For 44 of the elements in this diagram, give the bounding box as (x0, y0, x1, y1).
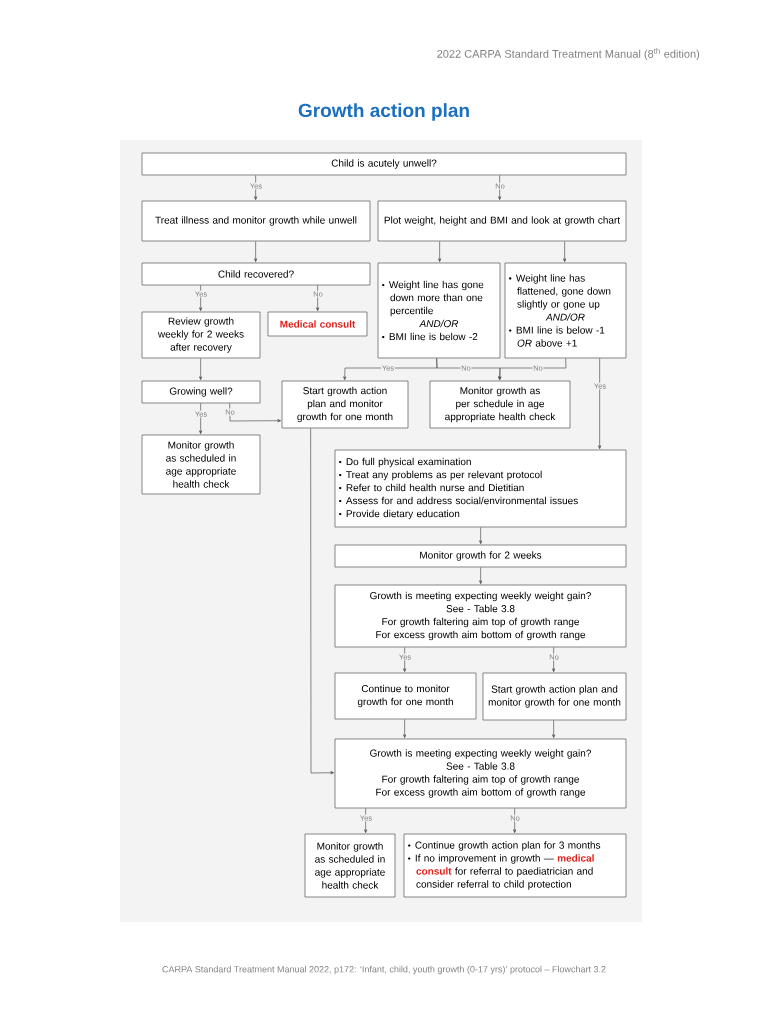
arrow (552, 720, 556, 739)
arrow (316, 285, 320, 312)
arrow (498, 358, 567, 381)
arrow (254, 175, 258, 201)
process-box: Review growth weekly for 2 weeks after recovery (141, 311, 261, 359)
process-box: Continue to monitor growth for one month (334, 672, 477, 720)
process-box: Monitor growth for 2 weeks (334, 544, 627, 568)
arrow (229, 403, 282, 423)
arrow (498, 175, 502, 201)
arrow (310, 428, 335, 775)
process-box: Monitor growth as scheduled in age appropriate health check (141, 434, 261, 495)
arrow (364, 808, 368, 834)
process-box: Continue growth action plan for 3 months If no improvement in growth — medical consult for referral to paediatrician and consider referral to child protection (403, 833, 627, 898)
question-box: Child is acutely unwell? (141, 152, 627, 176)
process-box: Start growth action plan and monitor growth for one month (482, 672, 627, 721)
arrow (513, 808, 517, 834)
arrow (552, 647, 556, 673)
process-box: Monitor growth as per schedule in age appropriate health check (429, 380, 571, 429)
header-text: 2022 CARPA Standard Treatment Manual (8$^{th}$ edition) (437, 48, 700, 60)
criteria-box: Weight line has gone down more than one percentile AND/OR BMI line is below -2 (377, 262, 501, 359)
arrow (563, 241, 567, 263)
question-box: Growth is meeting expecting weekly weight gain? See - Table 3.8 For growth faltering aim top of growth range For excess growth aim bottom of growth range (334, 584, 627, 648)
arrow (479, 527, 483, 545)
process-box: Plot weight, height and BMI and look at growth chart (377, 200, 627, 242)
process-box: Start growth action plan and monitor growth for one month (281, 380, 409, 429)
question-box: Growth is meeting expecting weekly weight gain? See - Table 3.8 For growth faltering aim top of growth range For excess growth aim bottom of growth range (334, 738, 627, 809)
title: Growth action plan (298, 103, 469, 121)
arrow (403, 647, 407, 673)
question-box: Child recovered? (141, 262, 371, 286)
question-box: Growing well? (141, 380, 261, 404)
process-box: Do full physical examination Treat any problems as per relevant protocol Refer to child health nurse and Dietitian Assess for and address social/environmental issues Provide dietary education (334, 449, 627, 528)
arrow (199, 358, 203, 381)
process-box: Treat illness and monitor growth while unwell (141, 200, 371, 242)
arrow (403, 719, 407, 739)
arrow (438, 241, 442, 263)
arrow (199, 403, 203, 435)
arrow (479, 567, 483, 585)
arrow (199, 285, 203, 312)
caption: CARPA Standard Treatment Manual 2022, p172: ‘Infant, child, youth growth (0-17 yrs)’ protocol – Flowchart 3.2 (162, 965, 606, 975)
arrow (598, 358, 602, 450)
criteria-box: Weight line has flattened, gone down slightly or gone up AND/OR BMI line is below -1 OR above +1 (504, 262, 627, 359)
consult-box: Medical consult (267, 311, 368, 337)
process-box: Monitor growth as scheduled in age appropriate health check (304, 833, 396, 898)
arrow (254, 241, 258, 263)
